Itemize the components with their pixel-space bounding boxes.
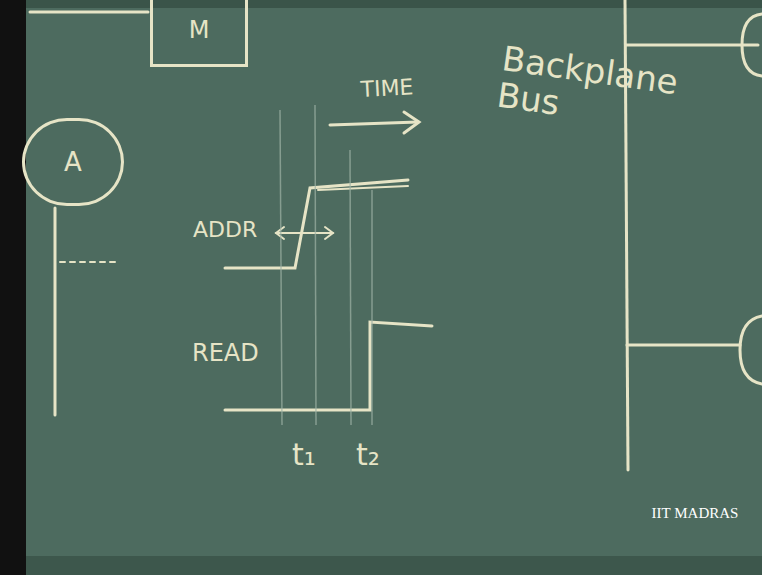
signal-name: ADDR: [193, 218, 257, 242]
time-marker: t₂: [356, 438, 380, 471]
node-text: A: [64, 148, 82, 177]
node-text: M: [189, 17, 210, 43]
watermark: IIT MADRAS: [650, 505, 740, 522]
module-shape: A: [22, 118, 124, 206]
time-label: TIME: [360, 75, 414, 102]
signal-name: READ: [192, 340, 259, 366]
memory-box: M: [150, 0, 248, 67]
time-marker: t₁: [292, 438, 316, 471]
